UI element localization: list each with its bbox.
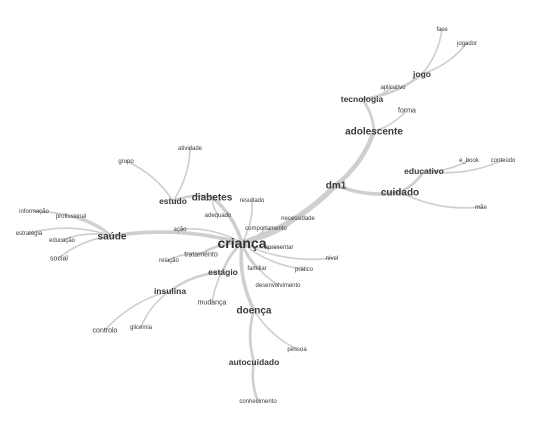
edge-saude-social bbox=[58, 235, 113, 259]
node-label-nivel: nível bbox=[326, 256, 339, 262]
node-label-social: social bbox=[50, 255, 68, 262]
edge-diabetes-adequado bbox=[211, 196, 219, 216]
edge-autocuidado-conhecimento bbox=[251, 360, 260, 403]
edge-crianca-resultado bbox=[241, 199, 253, 244]
node-label-apresentar: apresentar bbox=[265, 245, 294, 251]
node-label-aplicativo: aplicativo bbox=[380, 85, 406, 91]
node-label-educativo: educativo bbox=[404, 166, 444, 176]
node-label-estudo: estudo bbox=[159, 196, 187, 206]
node-label-conteudo: conteúdo bbox=[491, 158, 516, 164]
edge-adolescente-tecnologia bbox=[360, 97, 376, 133]
node-label-forma: forma bbox=[398, 107, 416, 114]
node-label-adequado: adequado bbox=[205, 213, 232, 219]
node-label-desenvolvimento: desenvolvimento bbox=[255, 283, 301, 289]
edge-diabetes-estudo bbox=[171, 194, 214, 203]
edge-educativo-conteudo bbox=[423, 159, 504, 174]
edge-saude-educacao bbox=[61, 233, 113, 241]
node-label-dm1: dm1 bbox=[326, 181, 347, 192]
edge-estagio-insulina bbox=[168, 270, 225, 293]
node-label-resultado: resultado bbox=[240, 198, 265, 204]
edge-saude-profissional bbox=[70, 215, 113, 237]
label-layer: criança dm1 adolescente cuidado saúde doença d… bbox=[16, 27, 516, 405]
node-label-jogo: jogo bbox=[412, 69, 431, 79]
node-label-jogador: jogador bbox=[456, 41, 477, 47]
edge-layer bbox=[28, 28, 504, 403]
edge-dm1-cuidado bbox=[334, 183, 402, 196]
node-label-tratamento: tratamento bbox=[184, 251, 218, 258]
edge-jogo-fase bbox=[421, 28, 443, 75]
node-label-pessoa: pessoa bbox=[287, 347, 307, 353]
node-label-adolescente: adolescente bbox=[345, 127, 403, 138]
node-label-fase: fase bbox=[436, 27, 448, 33]
node-label-tecnologia: tecnologia bbox=[341, 94, 384, 104]
edge-saude-informacao bbox=[33, 210, 113, 237]
edge-crianca-desenvolvimento bbox=[241, 242, 279, 286]
edge-crianca-comportamento bbox=[241, 227, 267, 244]
node-label-comportamento: comportamento bbox=[245, 226, 287, 232]
edge-estudo-grupo bbox=[125, 160, 174, 202]
edge-dm1-adolescente bbox=[333, 128, 377, 188]
node-label-glicemia: glicemia bbox=[130, 325, 153, 331]
edge-crianca-doenca bbox=[239, 241, 256, 312]
edge-estudo-atividade bbox=[172, 147, 191, 202]
node-label-estrategia: estratégia bbox=[16, 231, 43, 237]
edge-crianca-saude bbox=[110, 230, 244, 245]
node-label-estagio: estágio bbox=[208, 267, 238, 277]
edge-crianca-tratamento bbox=[199, 241, 244, 256]
node-label-educacao: educação bbox=[49, 238, 76, 244]
edge-tratamento-relacao bbox=[168, 252, 202, 261]
edge-doenca-pessoa bbox=[253, 309, 298, 350]
node-label-relacao: relação bbox=[159, 258, 179, 264]
node-label-grupo: grupo bbox=[118, 159, 134, 165]
node-label-ebook: e_book bbox=[459, 158, 480, 164]
node-label-controlo: controlo bbox=[93, 327, 118, 334]
edge-cuidado-mae bbox=[399, 191, 482, 209]
node-label-cuidado: cuidado bbox=[381, 188, 419, 199]
node-label-atividade: atividade bbox=[178, 146, 203, 152]
edge-crianca-pratico bbox=[241, 242, 305, 270]
node-label-familiar: familiar bbox=[247, 266, 266, 272]
node-label-profissional: profissional bbox=[56, 214, 86, 220]
node-label-mae: mãe bbox=[475, 205, 487, 211]
node-label-informacao: informação bbox=[19, 209, 49, 215]
node-label-autocuidado: autocuidado bbox=[229, 357, 280, 367]
edge-saude-estrategia bbox=[28, 227, 113, 237]
node-label-acao: ação bbox=[173, 227, 187, 233]
edge-crianca-mudanca bbox=[211, 242, 243, 303]
edge-tecnologia-aplicativo bbox=[361, 86, 394, 100]
node-label-necessidade: necessidade bbox=[281, 216, 315, 222]
node-label-saude: saúde bbox=[98, 232, 127, 243]
node-label-pratico: prático bbox=[295, 267, 314, 273]
edge-crianca-nivel bbox=[241, 242, 333, 261]
edge-doenca-autocuidado bbox=[248, 308, 256, 364]
node-label-doenca: doença bbox=[236, 306, 271, 317]
edge-insulina-glicemia bbox=[140, 290, 171, 328]
node-label-mudanca: mudança bbox=[198, 299, 227, 306]
node-label-diabetes: diabetes bbox=[192, 193, 233, 204]
node-label-conhecimento: conhecimento bbox=[239, 399, 277, 405]
node-label-crianca: criança bbox=[217, 235, 266, 251]
node-label-insulina: insulina bbox=[154, 286, 186, 296]
edge-insulina-controlo bbox=[104, 290, 171, 331]
edge-crianca-diabetes bbox=[210, 195, 244, 245]
edge-jogo-jogador bbox=[421, 42, 468, 75]
edge-adolescente-forma bbox=[373, 109, 408, 132]
edge-cuidado-educativo bbox=[398, 169, 426, 194]
